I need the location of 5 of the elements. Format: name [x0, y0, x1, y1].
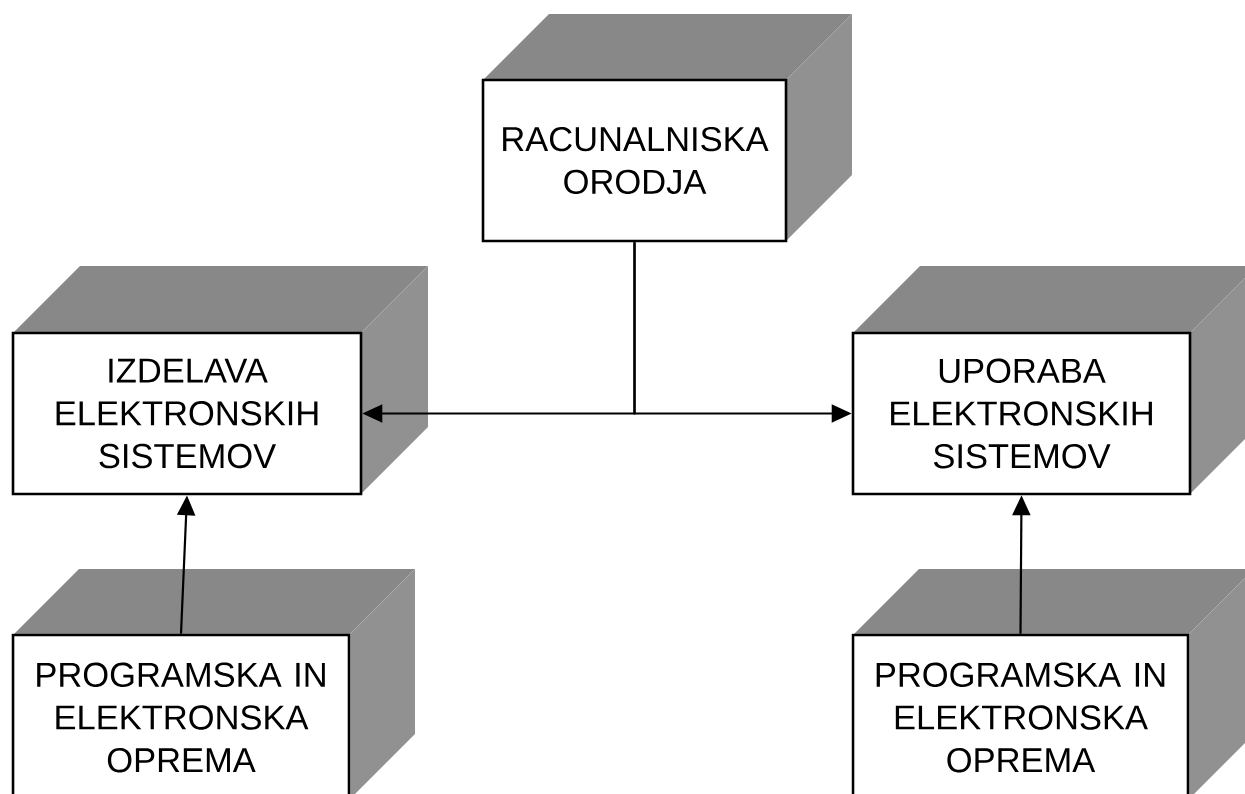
cube-box: PROGRAMSKA IN ELEKTRONSKA OPREMA — [851, 569, 1245, 794]
cube-box: UPORABA ELEKTRONSKIH SISTEMOV — [851, 266, 1245, 496]
cube-box: PROGRAMSKA IN ELEKTRONSKA OPREMA — [11, 569, 415, 794]
cube-box: RACUNALNISKA ORODJA — [481, 14, 852, 243]
cube-box: IZDELAVA ELEKTRONSKIH SISTEMOV — [11, 266, 428, 496]
